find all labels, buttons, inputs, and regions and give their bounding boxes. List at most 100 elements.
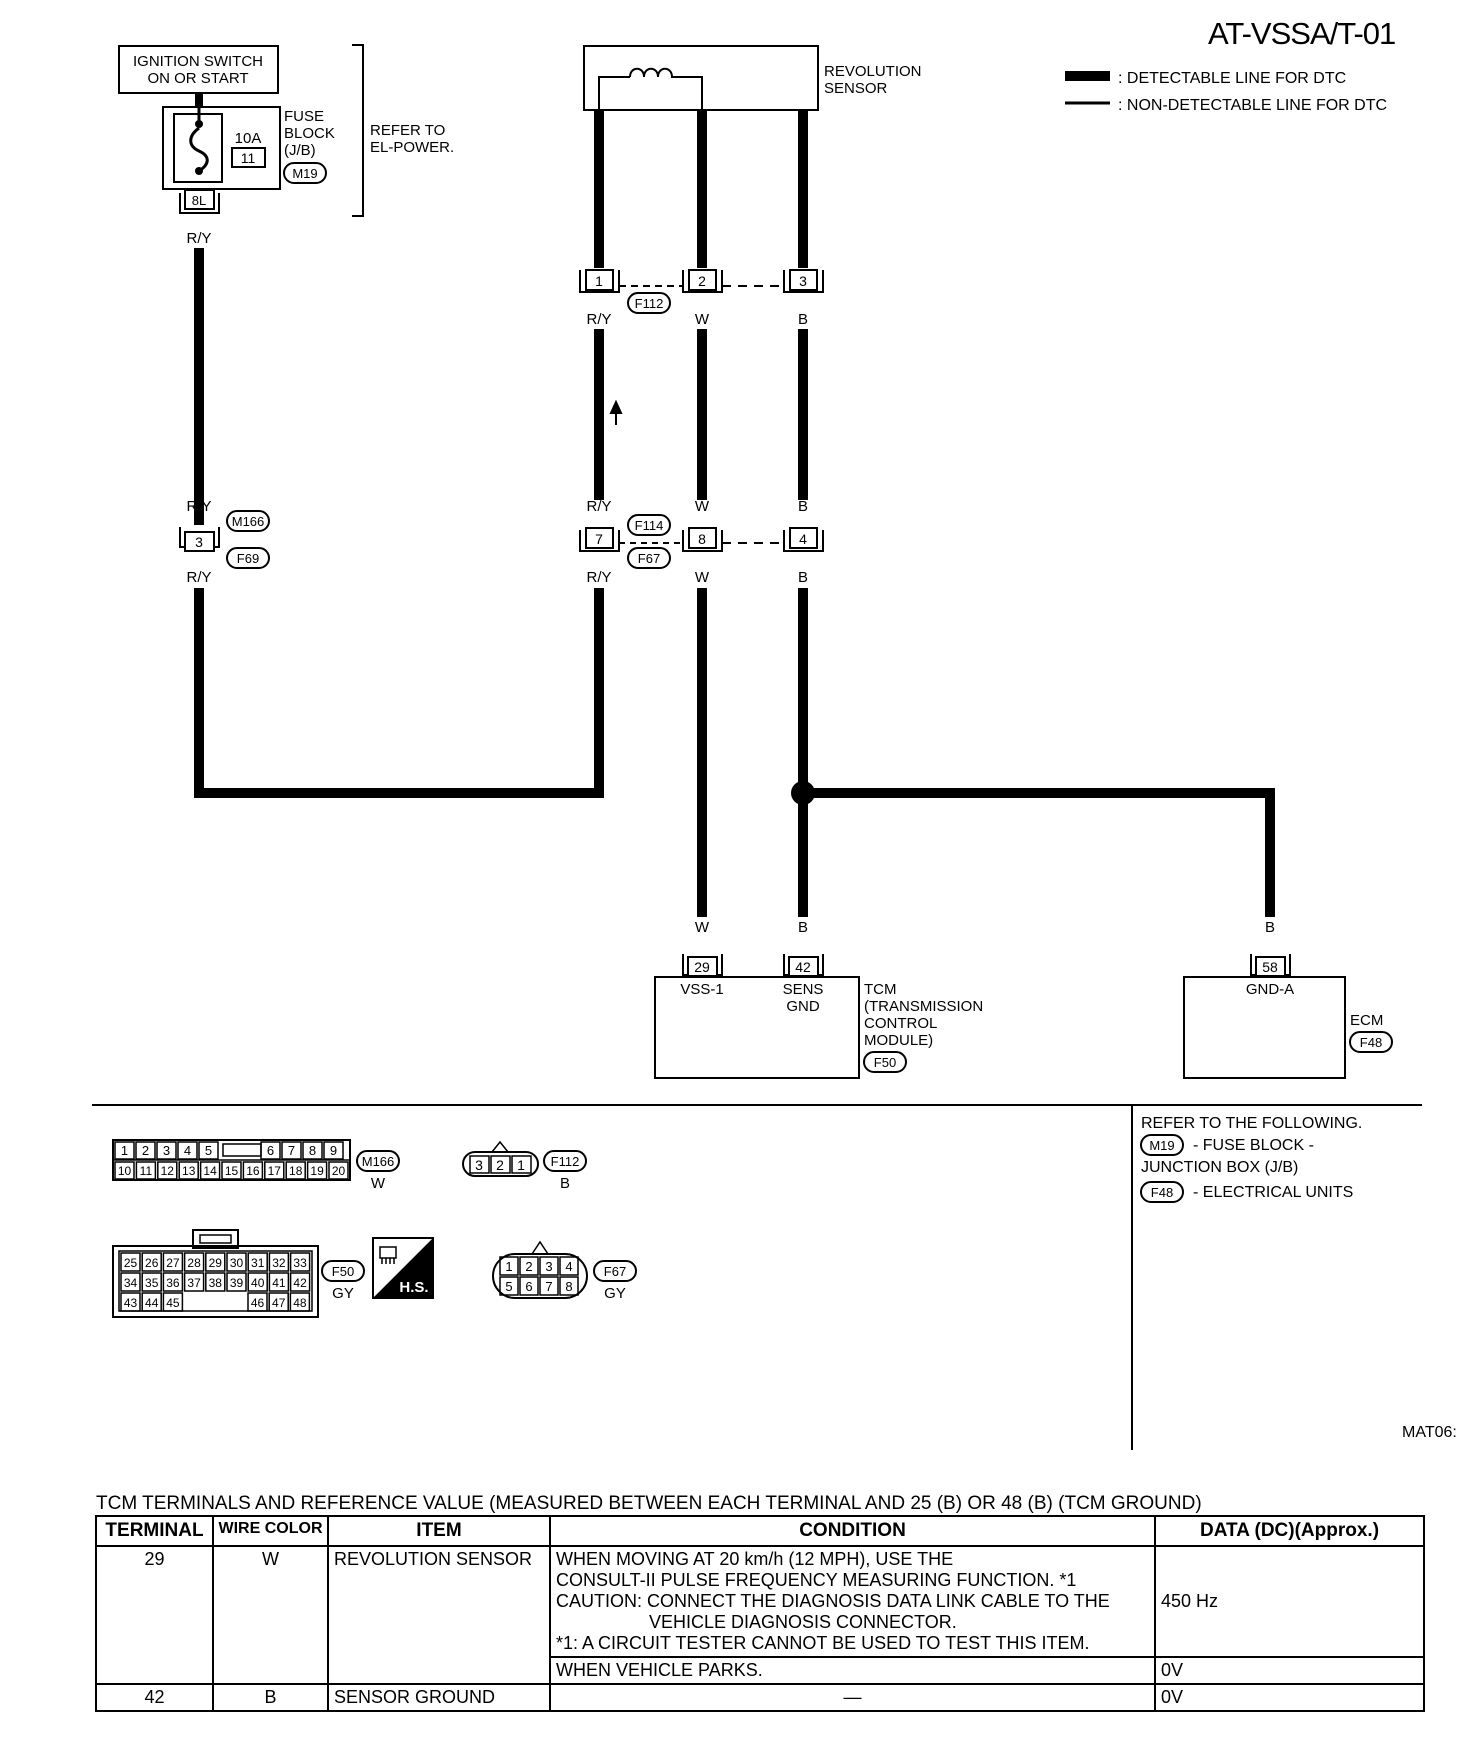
row1-condition-line-2: CONSULT-II PULSE FREQUENCY MEASURING FUN… <box>556 1570 1077 1590</box>
f67-pin-4-label: 4 <box>565 1259 572 1274</box>
m166-pin-9-cell <box>323 1141 344 1160</box>
header-data: DATA (DC)(Approx.) <box>1154 1515 1425 1547</box>
wire-color-ry-m166-bottom: R/Y <box>186 569 211 586</box>
connector-f114-tag: F114 <box>635 518 664 533</box>
refer-to-label-1: REFER TO <box>370 122 445 139</box>
header-wire-color: WIRE COLOR <box>212 1515 329 1547</box>
ground-splice-point <box>791 781 815 805</box>
f50-pin-36-label: 36 <box>166 1276 180 1290</box>
m166-pin-4-cell <box>177 1141 198 1160</box>
f50-pin-26-cell <box>141 1252 162 1272</box>
connector-f112 <box>579 269 824 293</box>
m166-pin-16-label: 16 <box>246 1164 260 1178</box>
f67-pin-5-cell <box>499 1276 519 1296</box>
f112-view-pin-3: 3 <box>475 1157 483 1173</box>
row1-condition: WHEN MOVING AT 20 km/h (12 MPH), USE THE… <box>549 1545 1156 1658</box>
f67-pin-6-label: 6 <box>525 1279 532 1294</box>
m166-pin-12-label: 12 <box>161 1164 175 1178</box>
connector-m166-tag: M166 <box>232 514 265 529</box>
m166-pin-6-cell <box>260 1141 281 1160</box>
f50-pin-40-cell <box>247 1272 268 1292</box>
tcm-terminal-42: 42 <box>795 959 811 975</box>
terminal-reference-table: TERMINAL WIRE COLOR ITEM CONDITION DATA … <box>95 1515 1425 1712</box>
m166-pin-3-label: 3 <box>163 1143 170 1158</box>
f50-pin-29-label: 29 <box>209 1256 223 1270</box>
f112-terminal-1: 1 <box>595 273 603 289</box>
connector-f69-tag: F69 <box>237 551 259 566</box>
f50-pin-45-label: 45 <box>166 1296 180 1310</box>
wiring-diagram: : DETECTABLE LINE FOR DTC : NON-DETECTAB… <box>92 44 1457 1450</box>
m166-pin-17-label: 17 <box>268 1164 282 1178</box>
tcm-label-2: (TRANSMISSION <box>864 998 983 1015</box>
fuse-number: 11 <box>241 150 256 166</box>
f50-pin-39-cell <box>226 1272 247 1292</box>
header-item: ITEM <box>327 1515 551 1547</box>
tcm-label-3: CONTROL <box>864 1015 937 1032</box>
f50-pin-34-cell <box>120 1272 141 1292</box>
f50-pin-44-cell <box>141 1292 162 1312</box>
row1-wire-color: W <box>212 1545 329 1685</box>
f50-pin-44-label: 44 <box>145 1296 159 1310</box>
f67-pin-3-label: 3 <box>545 1259 552 1274</box>
m166-pin-4-label: 4 <box>184 1143 191 1158</box>
f50-pin-27-cell <box>162 1252 184 1272</box>
f67-terminal-8: 8 <box>698 531 706 547</box>
m166-pin-15-cell <box>221 1161 242 1180</box>
fuse-block-label-1: FUSE <box>284 108 324 125</box>
f50-pin-30-cell <box>226 1252 247 1272</box>
wire-color-ry-f67-bottom: R/Y <box>586 569 611 586</box>
f67-view-color: GY <box>604 1285 626 1302</box>
f67-terminal-4: 4 <box>799 531 807 547</box>
f50-pin-25-cell <box>120 1252 141 1272</box>
m166-pin-18-cell <box>285 1161 306 1180</box>
m166-pin-20-label: 20 <box>332 1164 346 1178</box>
f50-pin-46-label: 46 <box>251 1296 265 1310</box>
m166-pin-20-cell <box>328 1161 349 1180</box>
f67-pin-1-cell <box>499 1256 519 1276</box>
m166-pin-15-label: 15 <box>225 1164 239 1178</box>
figure-id: MAT06: <box>1402 1424 1457 1441</box>
reference-f48-desc: - ELECTRICAL UNITS <box>1193 1184 1353 1201</box>
f67-pin-7-cell <box>539 1276 559 1296</box>
f50-pin-29-cell <box>205 1252 226 1272</box>
f50-pin-38-cell <box>205 1272 226 1292</box>
ecm-label: ECM <box>1350 1012 1383 1029</box>
m166-pin-3-cell <box>156 1141 177 1160</box>
f50-pin-28-label: 28 <box>187 1256 201 1270</box>
tcm-terminal-29: 29 <box>694 959 710 975</box>
f50-pin-42-cell <box>289 1272 311 1292</box>
tcm-terminal-42-label-1: SENS <box>783 981 824 998</box>
header-terminal: TERMINAL <box>95 1515 214 1547</box>
wire-color-w-f67-top: W <box>695 498 710 515</box>
f50-pin-48-label: 48 <box>293 1296 307 1310</box>
f50-pin-39-label: 39 <box>230 1276 244 1290</box>
row1-condition-line-3: CAUTION: CONNECT THE DIAGNOSIS DATA LINK… <box>556 1591 1110 1611</box>
f50-pin-38-label: 38 <box>209 1276 223 1290</box>
page-title: AT-VSSA/T-01 <box>1208 16 1396 51</box>
m166-pin-8-cell <box>302 1141 323 1160</box>
f50-pin-37-label: 37 <box>187 1276 201 1290</box>
current-direction-arrow-icon <box>609 399 623 425</box>
tcm-terminal-42-label-2: GND <box>786 998 820 1015</box>
m166-pin-1-label: 1 <box>121 1143 128 1158</box>
tcm-terminal-29-label: VSS-1 <box>680 981 723 998</box>
m166-pin-8-label: 8 <box>309 1143 316 1158</box>
harness-side-badge-icon <box>372 1237 434 1299</box>
row2-condition: — <box>549 1683 1156 1712</box>
f67-pin-8-cell <box>559 1276 579 1296</box>
f50-pin-32-cell <box>268 1252 290 1272</box>
table-header-row: TERMINAL WIRE COLOR ITEM CONDITION DATA … <box>95 1515 1425 1547</box>
row2-terminal: 42 <box>95 1683 214 1712</box>
f50-pin-41-label: 41 <box>272 1276 286 1290</box>
tcm-box <box>654 976 860 1079</box>
f50-pin-31-cell <box>247 1252 268 1272</box>
m166-pin-16-cell <box>242 1161 264 1180</box>
connector-f50-tag: F50 <box>874 1055 896 1070</box>
f50-pin-33-cell <box>289 1252 311 1272</box>
m166-pin-13-cell <box>178 1161 199 1180</box>
f67-pin-2-label: 2 <box>525 1259 532 1274</box>
fuse-block-box <box>162 106 281 190</box>
m166-pin-10-cell <box>114 1161 135 1180</box>
